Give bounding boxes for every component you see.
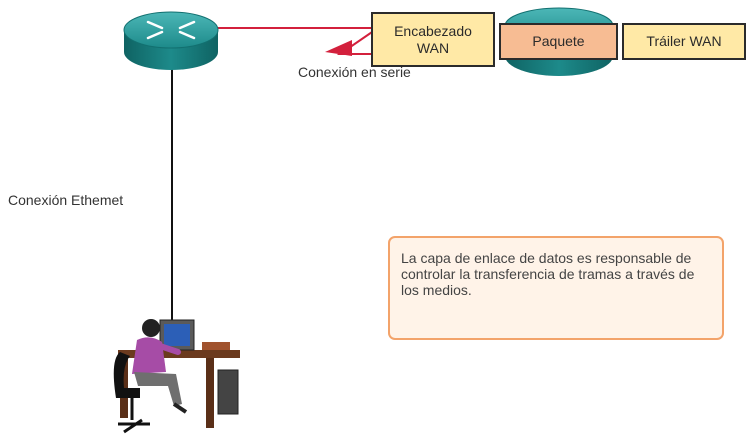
serial-connection-label: Conexión en serie: [298, 64, 411, 80]
frame-header-line1: Encabezado: [394, 22, 472, 39]
router-icon: [123, 11, 219, 70]
frame-wan-trailer: Tráiler WAN: [622, 23, 746, 60]
user-workstation-icon: [113, 319, 240, 434]
frame-packet: Paquete: [499, 23, 618, 60]
note-text: La capa de enlace de datos es responsabl…: [401, 250, 695, 298]
data-link-note: La capa de enlace de datos es responsabl…: [388, 236, 724, 340]
frame-wan-header: Encabezado WAN: [371, 12, 495, 67]
ethernet-connection-label: Conexión Ethemet: [8, 192, 124, 208]
frame-header-line2: WAN: [416, 39, 450, 56]
